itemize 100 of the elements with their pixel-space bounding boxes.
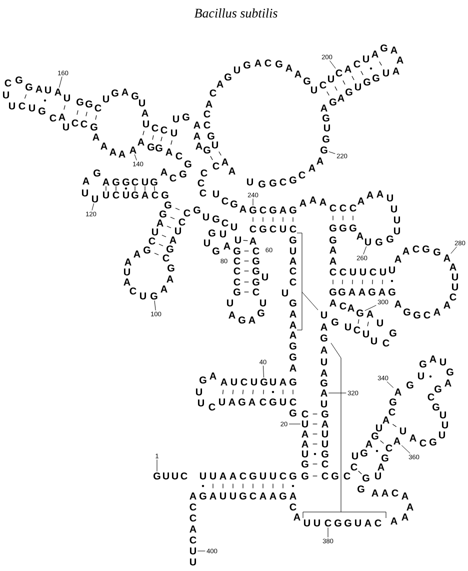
leader-line (328, 392, 346, 394)
nucleotide-letter: G (404, 308, 410, 316)
nucleotide-letter: U (382, 70, 389, 76)
nucleotide-letter: A (138, 138, 144, 146)
nucleotide-letter: U (262, 274, 268, 280)
nucleotide-letter: G (322, 114, 330, 122)
nucleotide-letter: G (382, 454, 388, 462)
nucleotide-letter: G (212, 215, 220, 223)
nucleotide-letter: A (348, 304, 354, 312)
nucleotide-letter: A (222, 158, 228, 166)
nucleotide-letter: A (290, 364, 296, 372)
nucleotide-letter: U (400, 428, 406, 434)
nucleotide-letter: A (160, 168, 168, 176)
nucleotide-letter: U (138, 100, 145, 106)
nucleotide-letter: C (200, 189, 206, 197)
nucleotide-letter: C (198, 179, 204, 187)
nucleotide-letter: A (194, 122, 200, 128)
nucleotide-letter: A (156, 220, 164, 226)
nucleotide-letter: C (382, 339, 390, 347)
nucleotide-letter: U (234, 66, 240, 74)
nucleotide-letter: G (184, 160, 192, 168)
nucleotide-letter: U (260, 300, 266, 306)
nucleotide-letter: G (320, 379, 328, 387)
nucleotide-letter: U (198, 400, 204, 406)
nucleotide-letter: U (190, 548, 196, 554)
nucleotide-letter: A (248, 398, 256, 406)
nucleotide-letter: G (94, 169, 100, 177)
nucleotide-letter: A (290, 492, 296, 500)
nucleotide-letter: U (234, 236, 241, 244)
nucleotide-letter: U (230, 492, 236, 500)
nucleotide-letter: A (372, 490, 378, 496)
nucleotide-letter: C (424, 311, 430, 319)
nucleotide-letter: G (252, 267, 260, 275)
nucleotide-letter: G (364, 78, 370, 86)
nucleotide-letter: A (240, 206, 246, 212)
nucleotide-letter: A (170, 236, 176, 244)
nucleotide-letter: A (228, 398, 236, 406)
nucleotide-letter: U (200, 472, 206, 480)
nucleotide-letter: G (166, 245, 174, 253)
nucleotide-letter: G (132, 191, 138, 199)
nucleotide-letter: A (142, 192, 148, 198)
nucleotide-letter: A (294, 514, 300, 520)
nucleotide-letter: G (350, 224, 356, 232)
nucleotide-letter: U (386, 194, 393, 202)
nucleotide-letter: C (290, 267, 296, 275)
nucleotide-letter: C (340, 302, 346, 310)
nucleotide-letter: C (180, 472, 188, 480)
nucleotide-letter: A (330, 246, 336, 254)
nucleotide-letter: U (440, 412, 446, 418)
nucleotide-letter: G (224, 73, 232, 81)
nucleotide-letter: A (310, 196, 316, 204)
nucleotide-letter: A (230, 472, 236, 480)
nucleotide-letter: C (178, 218, 186, 226)
nucleotide-letter: A (102, 178, 110, 186)
nucleotide-letter: C (354, 60, 360, 68)
nucleotide-letter: G (208, 229, 216, 237)
nucleotide-letter: G (330, 288, 336, 296)
nucleotide-letter: U (394, 216, 400, 224)
leader-line (154, 300, 156, 311)
nucleotide-letter: C (212, 162, 220, 170)
nucleotide-letter: U (442, 422, 448, 428)
nucleotide-letter: A (220, 378, 228, 386)
nucleotide-letter: U (212, 142, 218, 148)
nucleotide-letter: G (150, 292, 158, 300)
nucleotide-letter: G (322, 450, 328, 458)
nucleotide-letter: C (162, 254, 170, 262)
nucleotide-letter: G (330, 236, 336, 244)
nucleotide-letter: U (452, 274, 458, 280)
nucleotide-letter: G (16, 76, 22, 84)
nucleotide-letter: A (142, 110, 148, 116)
leader-line (364, 305, 376, 311)
nucleotide-letter: U (44, 86, 51, 94)
nucleotide-letter: U (364, 238, 371, 246)
nucleotide-letter: G (304, 77, 310, 85)
nucleotide-letter: G (302, 460, 308, 468)
nucleotide-letter: U (376, 320, 383, 326)
nucleotide-letter: A (220, 472, 226, 480)
nucleotide-letter: C (290, 503, 296, 511)
nucleotide-letter: A (320, 198, 326, 206)
nucleotide-letter: G (290, 409, 296, 417)
nucleotide-letter: C (252, 288, 260, 296)
nucleotide-letter: G (258, 309, 264, 317)
nucleotide-letter: A (394, 256, 402, 262)
nucleotide-letter: C (132, 178, 138, 186)
nucleotide-letter: G (122, 178, 130, 186)
nucleotide-letter: A (390, 46, 398, 54)
nucleotide-letter: C (250, 225, 256, 233)
nucleotide-letter: G (168, 264, 174, 272)
nucleotide-letter: G (132, 92, 138, 100)
nucleotide-letter: U (270, 378, 276, 386)
nucleotide-letter: C (350, 204, 356, 212)
nucleotide-letter: G (322, 135, 330, 143)
nucleotide-letter: A (394, 438, 400, 444)
nucleotide-letter: C (50, 114, 56, 122)
nucleotide-letter: G (330, 98, 336, 106)
nucleotide-letter: G (270, 179, 276, 187)
nucleotide-letter: A (300, 200, 306, 206)
nucleotide-letter: G (234, 247, 240, 255)
nucleotide-letter: G (362, 474, 370, 482)
nucleotide-letter: G (434, 248, 440, 256)
